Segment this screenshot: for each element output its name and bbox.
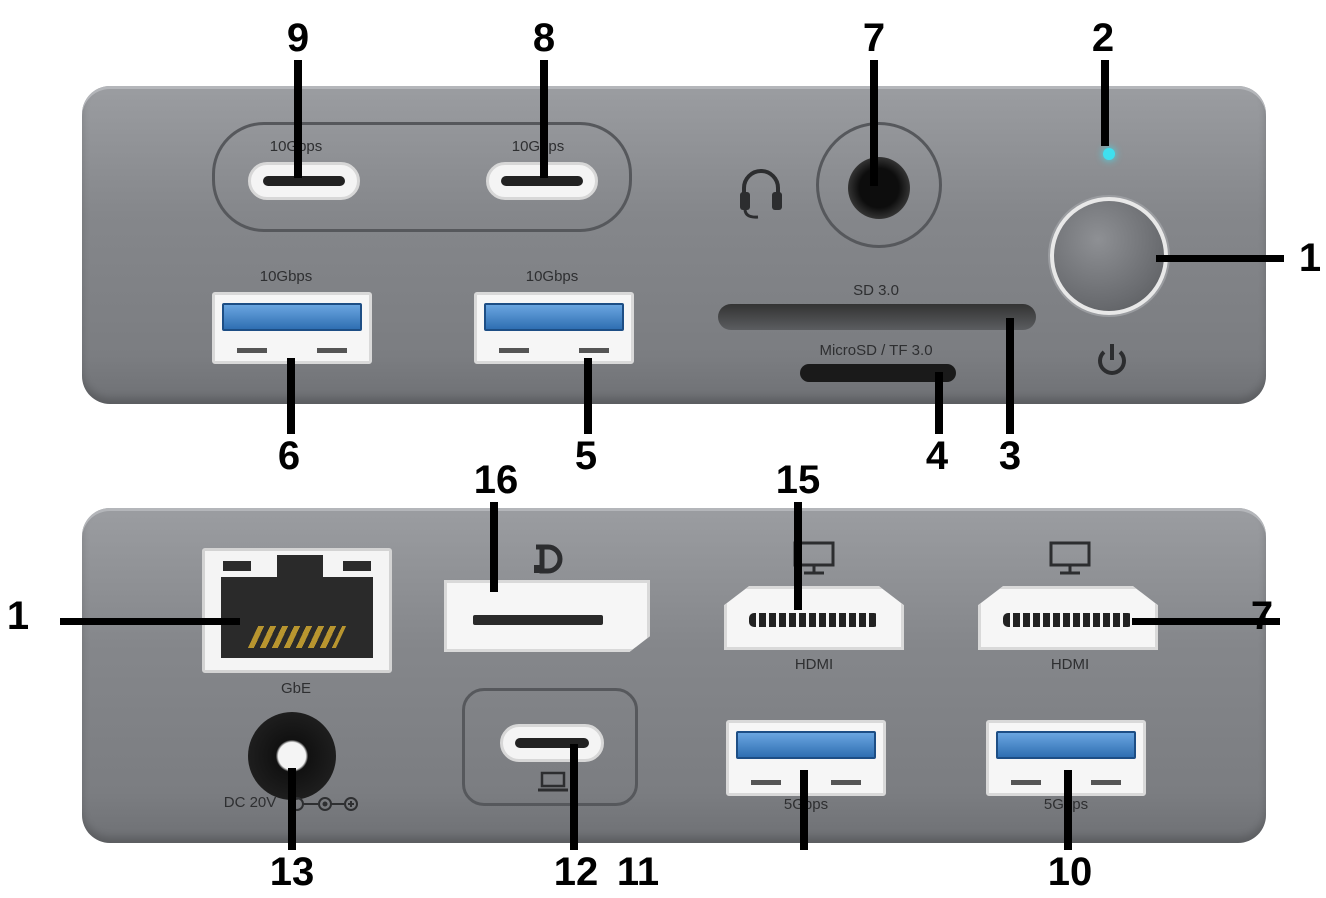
microsd-card-slot[interactable] <box>800 364 956 382</box>
callout-12: 12 <box>553 850 599 894</box>
callout-7-bottom: 7 <box>1250 594 1274 638</box>
callout-9: 9 <box>286 16 310 60</box>
gbe-label: GbE <box>280 680 312 697</box>
leader-line-15 <box>794 502 802 610</box>
callout-1-top: 1 <box>1298 236 1322 280</box>
power-button[interactable] <box>1050 197 1168 315</box>
callout-2: 2 <box>1091 16 1115 60</box>
usbc-host-frame <box>462 688 638 806</box>
leader-line-4 <box>935 372 943 434</box>
audio-jack-port[interactable] <box>848 157 910 219</box>
audio-jack-ring <box>816 122 942 248</box>
power-led <box>1103 148 1115 160</box>
microsd-slot-label: MicroSD / TF 3.0 <box>819 342 933 359</box>
leader-line-2 <box>1101 60 1109 146</box>
callout-15: 15 <box>775 458 821 502</box>
sd-card-slot[interactable] <box>718 304 1036 330</box>
sd-slot-label: SD 3.0 <box>853 282 899 299</box>
usbc-port-9[interactable] <box>248 162 360 200</box>
leader-line-5 <box>584 358 592 434</box>
hdmi-port-15[interactable] <box>724 586 904 650</box>
ethernet-port[interactable] <box>202 548 392 673</box>
leader-line-1-top <box>1156 255 1284 262</box>
leader-line-13 <box>288 768 296 850</box>
hdmi-left-label: HDMI <box>794 656 834 673</box>
leader-line-16 <box>490 502 498 592</box>
power-icon <box>1098 344 1126 375</box>
callout-10: 10 <box>1047 850 1093 894</box>
callout-8: 8 <box>532 16 556 60</box>
leader-line-6 <box>287 358 295 434</box>
callout-4: 4 <box>925 434 949 478</box>
dc-voltage-label: DC 20V <box>223 794 277 811</box>
usbc-right-speed-label: 10Gbps <box>511 138 565 155</box>
usba-left-speed-label: 10Gbps <box>259 268 313 285</box>
callout-5: 5 <box>574 434 598 478</box>
headphone-icon <box>740 169 782 219</box>
callout-11: 11 <box>616 850 660 894</box>
hdmi-port-7[interactable] <box>978 586 1158 650</box>
leader-line-7-bottom <box>1132 618 1280 625</box>
leader-line-11 <box>800 770 808 850</box>
callout-7: 7 <box>862 16 886 60</box>
dc-polarity-icon <box>290 797 358 811</box>
usba-right-speed-label: 10Gbps <box>525 268 579 285</box>
callout-16: 16 <box>473 458 519 502</box>
leader-line-1-bottom <box>60 618 240 625</box>
displayport-icon <box>534 544 563 574</box>
laptop-icon <box>538 771 568 792</box>
usba-port-6[interactable] <box>212 292 372 364</box>
callout-1-bottom: 1 <box>6 594 30 638</box>
callout-3: 3 <box>998 434 1022 478</box>
monitor-icon-right <box>1049 541 1091 575</box>
callout-13: 13 <box>269 850 315 894</box>
leader-line-8 <box>540 60 548 178</box>
hdmi-right-label: HDMI <box>1050 656 1090 673</box>
displayport-port[interactable] <box>444 580 650 652</box>
leader-line-7 <box>870 60 878 186</box>
usba-port-5[interactable] <box>474 292 634 364</box>
usbc-port-group <box>212 122 632 232</box>
leader-line-12 <box>570 744 578 850</box>
leader-line-3 <box>1006 318 1014 434</box>
leader-line-10 <box>1064 770 1072 850</box>
callout-6: 6 <box>277 434 301 478</box>
usbc-host-port[interactable] <box>500 724 604 762</box>
leader-line-9 <box>294 60 302 178</box>
